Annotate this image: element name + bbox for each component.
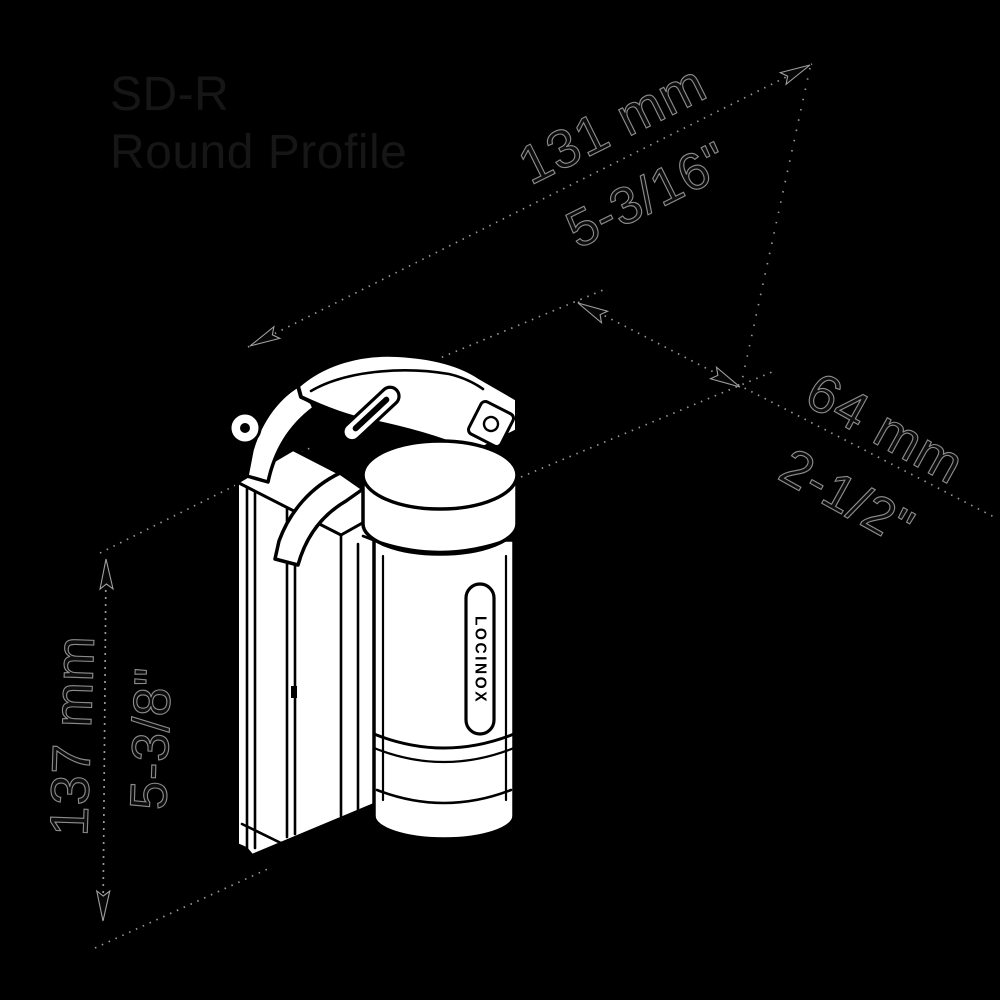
hinge-barrel: LOCINOX [372, 538, 516, 841]
dimension-height-label: 137 mm 5-3/8" [30, 634, 194, 840]
dimension-lines [94, 63, 997, 949]
dimension-height-mm: 137 mm [39, 634, 107, 838]
lower-clamp-arm [273, 471, 365, 567]
dimension-arrowheads [95, 64, 811, 922]
frame-latch-notch [291, 686, 297, 698]
product-profile-type: Round Profile [110, 126, 408, 180]
arrowhead [99, 558, 114, 591]
upper-clamp-arm [245, 381, 316, 484]
arrowhead [708, 365, 741, 388]
brand-label: LOCINOX [472, 616, 489, 704]
hinge-illustration: LOCINOX [228, 352, 519, 858]
tension-bolt [467, 400, 515, 448]
dimension-line-width [247, 63, 813, 348]
cap-top-face [361, 439, 519, 511]
extension-line-depth-top [427, 287, 609, 364]
barrel-cap [361, 439, 519, 556]
clamp-arms [228, 381, 365, 567]
arrowhead [577, 302, 610, 325]
extension-line-back-corner [740, 67, 811, 386]
extension-line-height-bottom [94, 866, 273, 949]
arrowhead [778, 64, 811, 86]
extension-line-depth-front [520, 371, 773, 478]
page-title: SD-R Round Profile [110, 66, 407, 182]
top-bracket [296, 352, 519, 455]
product-code: SD-R [110, 68, 230, 121]
arrowhead [249, 325, 282, 347]
arrowhead [95, 889, 111, 922]
brand-plate [464, 582, 496, 736]
dimension-height-inch: 5-3/8" [119, 665, 183, 811]
adjustment-slot [341, 385, 401, 443]
